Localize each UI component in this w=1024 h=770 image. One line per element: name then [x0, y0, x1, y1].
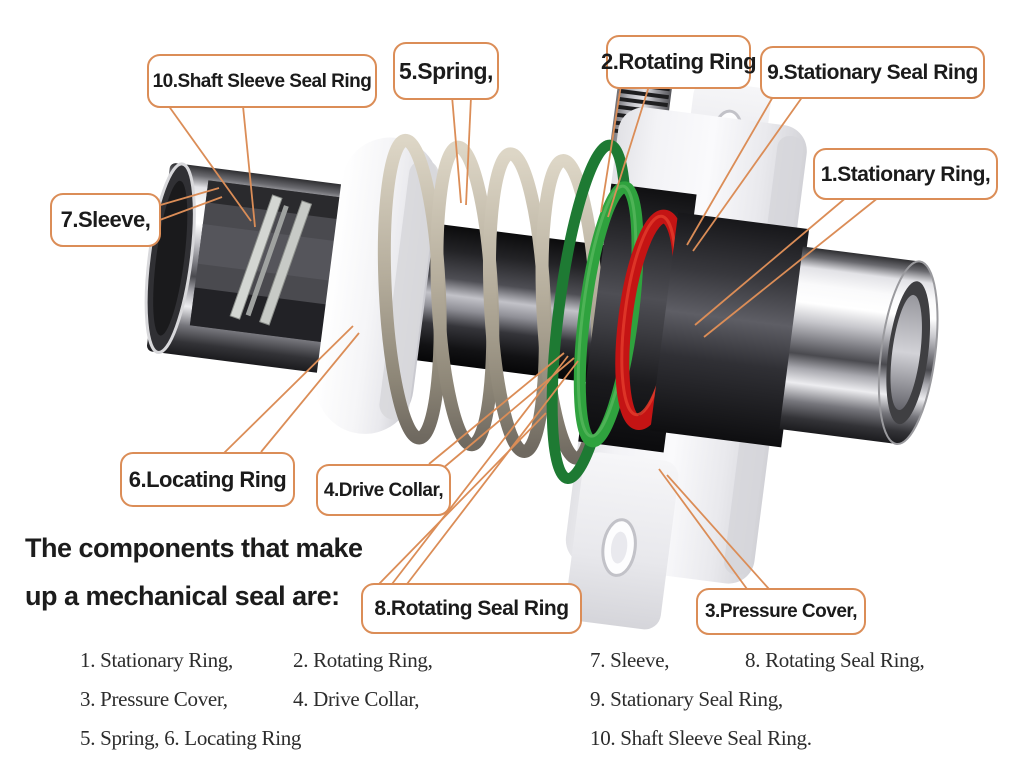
callout-label: 7.Sleeve, — [60, 207, 151, 232]
list-item-pressure-cover: 3. Pressure Cover, — [80, 687, 228, 711]
callout-label: 6.Locating Ring — [128, 466, 287, 492]
list-item-drive-collar: 4. Drive Collar, — [293, 687, 420, 711]
heading-line-2: up a mechanical seal are: — [25, 581, 340, 611]
leader-locating-ring — [223, 325, 360, 454]
leader-shaft-sleeve-seal-ring — [167, 104, 256, 228]
callout-label: 9.Stationary Seal Ring — [767, 61, 978, 84]
list-item-spring-locating-ring: 5. Spring, 6. Locating Ring — [80, 726, 302, 750]
callout-label: 2.Rotating Ring — [600, 49, 757, 74]
callout-drive-collar: 4.Drive Collar, — [316, 464, 451, 516]
callout-pressure-cover: 3.Pressure Cover, — [696, 588, 866, 635]
leader-stationary-seal-ring — [686, 94, 804, 252]
shaft-end — [779, 246, 939, 446]
diagram-heading: The components that make up a mechanical… — [25, 524, 363, 620]
callout-sleeve: 7.Sleeve, — [50, 193, 161, 247]
list-item-rotating-ring: 2. Rotating Ring, — [293, 648, 433, 672]
shaft-sleeve-seal-ring — [229, 194, 313, 326]
callout-rotating-ring: 2.Rotating Ring — [601, 35, 757, 89]
seal-assembly — [144, 75, 939, 630]
list-item-rotating-seal-ring: 8. Rotating Seal Ring, — [745, 648, 925, 672]
leader-rotating-ring — [600, 84, 650, 218]
callout-label: 10.Shaft Sleeve Seal Ring — [152, 70, 372, 92]
callout-rotating-seal-ring: 8.Rotating Seal Ring — [361, 583, 582, 634]
stationary-ring — [650, 212, 810, 448]
leader-sleeve — [156, 187, 223, 222]
list-item-sleeve: 7. Sleeve, — [590, 648, 670, 672]
callout-locating-ring: 6.Locating Ring — [120, 452, 295, 507]
leader-rotating-seal-ring — [378, 355, 579, 585]
leader-spring — [451, 95, 472, 206]
callout-label: 4.Drive Collar, — [323, 479, 444, 501]
leader-stationary-ring — [694, 195, 880, 338]
callout-spring: 5.Spring, — [393, 42, 499, 100]
heading-line-1: The components that make — [25, 533, 363, 563]
callout-label: 8.Rotating Seal Ring — [374, 597, 569, 620]
callout-label: 1.Stationary Ring, — [820, 162, 991, 186]
callout-shaft-sleeve-seal-ring: 10.Shaft Sleeve Seal Ring — [147, 54, 377, 108]
callout-label: 3.Pressure Cover, — [704, 601, 858, 622]
list-item-stationary-ring: 1. Stationary Ring, — [80, 648, 233, 672]
leader-pressure-cover — [658, 468, 770, 590]
callout-stationary-seal-ring: 9.Stationary Seal Ring — [760, 46, 985, 99]
spring — [377, 133, 605, 465]
callout-stationary-ring: 1.Stationary Ring, — [813, 148, 998, 200]
callout-label: 5.Spring, — [399, 57, 493, 84]
list-item-stationary-seal-ring: 9. Stationary Seal Ring, — [590, 687, 783, 711]
list-item-shaft-sleeve-seal-ring: 10. Shaft Sleeve Seal Ring. — [590, 726, 812, 750]
leader-lines — [156, 84, 880, 590]
